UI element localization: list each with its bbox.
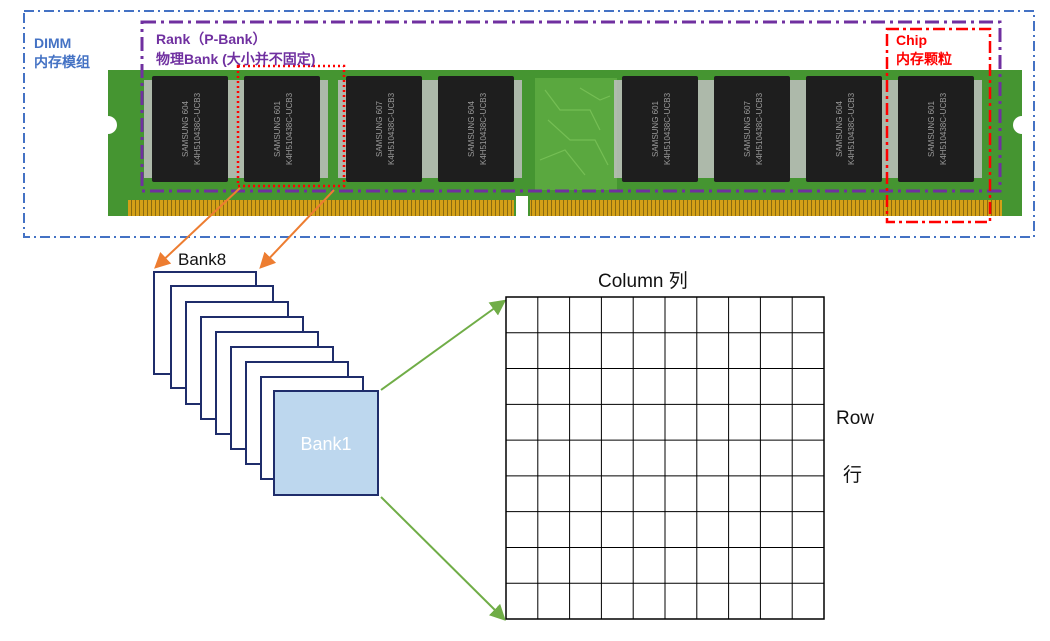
rank-label-line2: 物理Bank (大小并不固定) xyxy=(156,51,316,67)
rank-label-line1: Rank（P-Bank） xyxy=(156,31,267,47)
bank8-label: Bank8 xyxy=(178,250,227,269)
rank-label: Rank（P-Bank） 物理Bank (大小并不固定) xyxy=(156,29,315,69)
dimm-label-en: DIMM xyxy=(34,35,72,51)
dimm-label-cn: 内存模组 xyxy=(34,54,90,70)
chip-outline xyxy=(885,27,992,224)
chip-label-line2: 内存颗粒 xyxy=(896,51,952,67)
dimm-outline xyxy=(23,10,1035,238)
chip-label-line1: Chip xyxy=(896,32,928,48)
grid-arrow-bottom xyxy=(380,496,506,621)
bank-arrow-left xyxy=(154,187,241,269)
bank1-box: Bank1 xyxy=(273,390,379,496)
row-label-cn: 行 xyxy=(843,465,863,486)
dimm-label: DIMM 内存模组 xyxy=(34,34,90,72)
row-label: Row xyxy=(836,408,875,429)
bank-arrow-right xyxy=(259,189,335,269)
grid-arrow-top xyxy=(380,299,507,391)
rank-bank-highlight xyxy=(236,64,346,188)
memory-cell-grid xyxy=(505,296,825,620)
gold-contacts xyxy=(128,200,514,216)
column-label: Column 列 xyxy=(598,271,688,292)
chip-label: Chip 内存颗粒 xyxy=(896,31,952,69)
bank1-label: Bank1 xyxy=(300,434,352,454)
